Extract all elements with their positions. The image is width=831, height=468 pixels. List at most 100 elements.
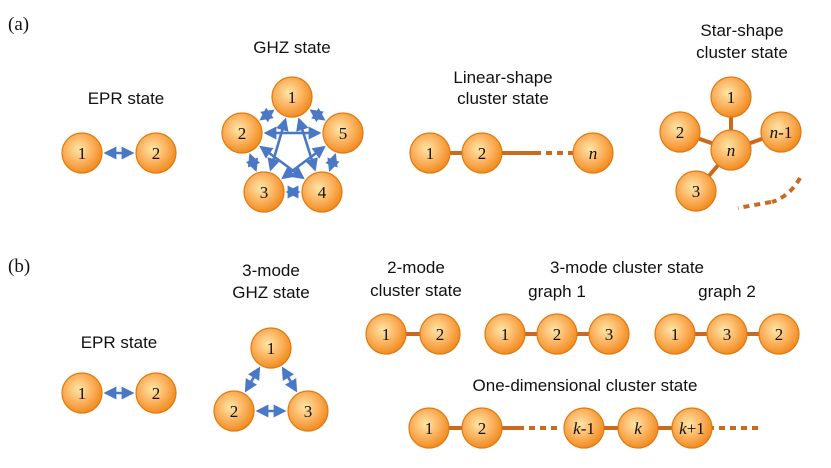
ghz3-node-3: 3 bbox=[287, 390, 329, 432]
node-circle bbox=[409, 132, 451, 174]
node-label: n-1 bbox=[770, 123, 793, 142]
node-circle bbox=[536, 313, 578, 355]
node-label: 1 bbox=[78, 384, 87, 403]
star-node-n-minus-1: n-1 bbox=[760, 111, 802, 153]
graph2-node-2: 3 bbox=[706, 313, 748, 355]
node-label: 2 bbox=[230, 402, 239, 421]
onedim-node-k-minus-1: k-1 bbox=[563, 407, 605, 449]
node-label: k bbox=[634, 419, 642, 438]
linear-node-2: 2 bbox=[461, 132, 503, 174]
cluster2-title-line2: cluster state bbox=[370, 281, 462, 300]
star-node-2: 2 bbox=[659, 111, 701, 153]
node-circle bbox=[758, 313, 800, 355]
ghz-arrow-1-5 bbox=[309, 107, 326, 123]
node-circle bbox=[675, 170, 717, 212]
ghz-arrow-3-5 bbox=[281, 145, 326, 180]
node-label: 3 bbox=[605, 325, 614, 344]
ghz-arrow-1-3 bbox=[267, 117, 289, 172]
node-circle bbox=[484, 313, 526, 355]
star-node-n: n bbox=[710, 129, 752, 171]
node-label: 1 bbox=[671, 325, 680, 344]
node-label: 3 bbox=[723, 325, 732, 344]
ghz3-title-line1: 3-mode bbox=[242, 261, 300, 280]
epr-b-node-2: 2 bbox=[135, 372, 177, 414]
node-circle bbox=[221, 112, 263, 154]
graph2-node-3: 2 bbox=[758, 313, 800, 355]
node-circle bbox=[654, 313, 696, 355]
node-label: 5 bbox=[339, 124, 348, 143]
node-circle bbox=[461, 132, 503, 174]
linear-node-1: 1 bbox=[409, 132, 451, 174]
node-circle bbox=[760, 111, 802, 153]
node-circle bbox=[61, 372, 103, 414]
onedim-node-k-plus-1: k+1 bbox=[671, 407, 713, 449]
node-circle bbox=[135, 132, 177, 174]
node-label: 2 bbox=[152, 144, 161, 163]
epr-title-b: EPR state bbox=[81, 333, 158, 352]
node-circle bbox=[287, 390, 329, 432]
node-circle bbox=[322, 112, 364, 154]
node-label: 1 bbox=[425, 419, 434, 438]
epr-a-node-1: 1 bbox=[61, 132, 103, 174]
ghz-arrow-2-3 bbox=[245, 153, 261, 172]
graph2-node-1: 1 bbox=[654, 313, 696, 355]
ghz-node-1: 1 bbox=[271, 76, 313, 118]
node-label: 2 bbox=[436, 325, 445, 344]
node-label: 1 bbox=[382, 325, 391, 344]
node-circle bbox=[419, 313, 461, 355]
node-label: 2 bbox=[152, 384, 161, 403]
star-node-3: 3 bbox=[675, 170, 717, 212]
cluster2-title-line1: 2-mode bbox=[387, 258, 445, 277]
node-circle bbox=[271, 76, 313, 118]
node-label: k+1 bbox=[679, 419, 705, 438]
ghz-node-3: 3 bbox=[243, 171, 285, 213]
ghz-node-4: 4 bbox=[301, 171, 343, 213]
epr-a-node-2: 2 bbox=[135, 132, 177, 174]
graph2-title: graph 2 bbox=[698, 282, 756, 301]
ghz-arrow-4-5 bbox=[325, 153, 340, 172]
node-label: 1 bbox=[78, 144, 87, 163]
epr-b-node-1: 1 bbox=[61, 372, 103, 414]
cluster3-title: 3-mode cluster state bbox=[550, 258, 704, 277]
node-label: 3 bbox=[260, 183, 269, 202]
node-label: n bbox=[589, 144, 598, 163]
node-circle bbox=[301, 171, 343, 213]
node-circle bbox=[706, 313, 748, 355]
star-title-line2: cluster state bbox=[696, 43, 788, 62]
panel-a-label: (a) bbox=[8, 14, 29, 35]
node-circle bbox=[671, 407, 713, 449]
linear-node-n: n bbox=[572, 132, 614, 174]
node-label: 1 bbox=[267, 339, 276, 358]
node-circle bbox=[659, 111, 701, 153]
cluster2-node-2: 2 bbox=[419, 313, 461, 355]
node-label: 1 bbox=[288, 88, 297, 107]
node-circle bbox=[588, 313, 630, 355]
graph1-node-2: 2 bbox=[536, 313, 578, 355]
node-circle bbox=[572, 132, 614, 174]
node-label: 2 bbox=[238, 124, 247, 143]
star-dots-tail bbox=[737, 200, 772, 210]
node-label: 1 bbox=[501, 325, 510, 344]
ghz3-arrow-1-2 bbox=[244, 366, 261, 393]
ghz3-node-2: 2 bbox=[213, 390, 255, 432]
onedim-node-k: k bbox=[617, 407, 659, 449]
node-label: 2 bbox=[478, 419, 487, 438]
node-label: 2 bbox=[676, 123, 685, 142]
node-circle bbox=[408, 407, 450, 449]
node-label: 1 bbox=[426, 144, 435, 163]
ghz3-title-line2: GHZ state bbox=[232, 283, 309, 302]
star-node-1: 1 bbox=[710, 76, 752, 118]
onedim-node-2: 2 bbox=[461, 407, 503, 449]
ghz-arrow-1-4 bbox=[296, 117, 318, 172]
node-circle bbox=[365, 313, 407, 355]
linear-title-line2: cluster state bbox=[457, 89, 549, 108]
ghz-node-2: 2 bbox=[221, 112, 263, 154]
arrow-layer bbox=[103, 107, 340, 418]
node-circle bbox=[461, 407, 503, 449]
onedim-node-1: 1 bbox=[408, 407, 450, 449]
node-label: 2 bbox=[775, 325, 784, 344]
ghz-title: GHZ state bbox=[253, 38, 330, 57]
graph1-title: graph 1 bbox=[528, 282, 586, 301]
